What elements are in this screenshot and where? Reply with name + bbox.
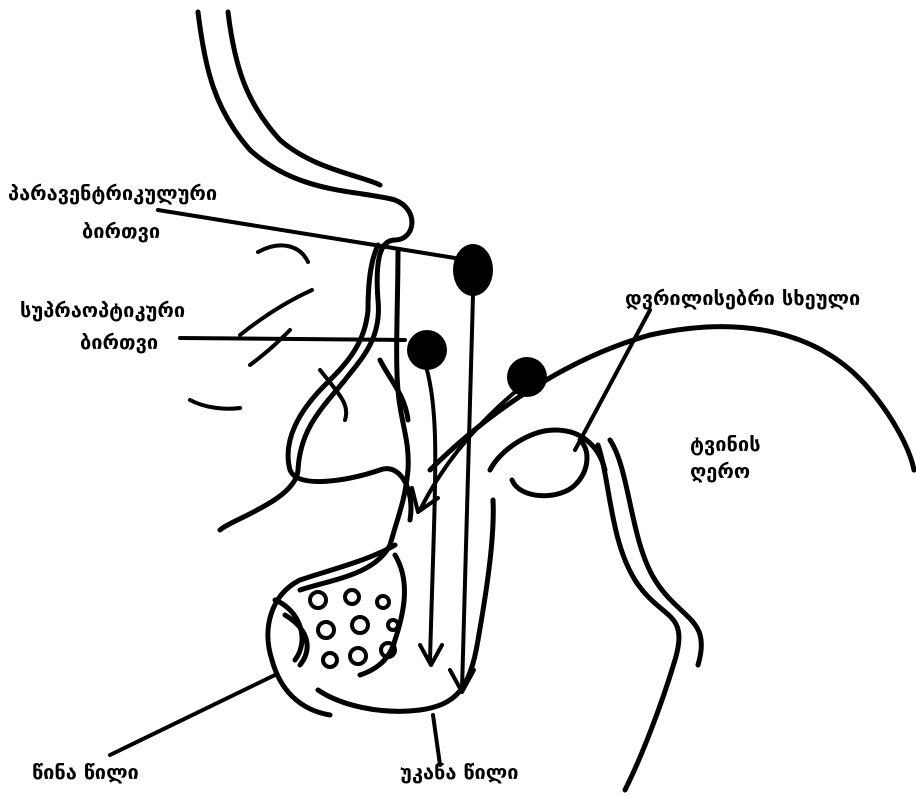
axon-paraventricular — [462, 295, 473, 690]
axon-supraoptic — [427, 370, 435, 660]
leader-posterior-lobe — [433, 715, 440, 765]
label-supraoptic-line1: სუპრაოპტიკური — [20, 300, 185, 320]
sulcus-stroke-1 — [258, 245, 308, 262]
leader-supraoptic — [180, 338, 405, 340]
anterior-lobe-folds — [275, 600, 307, 665]
cerebrum-arc — [430, 327, 914, 470]
label-mammillary-body: დვრილისებრი სხეული — [625, 288, 860, 308]
sulcus-stroke-4 — [190, 400, 240, 409]
third-nucleus — [507, 357, 547, 397]
sulcus-stroke-3 — [250, 330, 290, 365]
label-anterior-lobe: წინა წილი — [32, 762, 139, 782]
brain-outline-outer — [198, 12, 412, 530]
leader-mammillary — [575, 310, 650, 450]
anterior-lobe-outline — [268, 545, 395, 715]
anterior-lobe-cells — [310, 590, 398, 667]
infundibulum-wall-mid — [380, 360, 408, 420]
supraoptic-nucleus — [407, 330, 447, 370]
label-supraoptic-line2: ბირთვი — [80, 332, 158, 352]
sulcus-stroke-2 — [240, 290, 312, 335]
label-brainstem-line2: ღერო — [690, 461, 750, 481]
paraventricular-nucleus — [453, 244, 493, 296]
label-posterior-lobe: უკანა წილი — [400, 762, 519, 782]
leader-anterior-lobe — [110, 675, 275, 755]
label-paraventricular-line2: ბირთვი — [82, 221, 160, 241]
brain-outline-inner — [228, 12, 411, 520]
label-brainstem-line1: ტვინის — [690, 434, 761, 454]
label-paraventricular-line1: პარავენტრიკულური — [8, 183, 217, 203]
brainstem-outline-1 — [598, 445, 679, 790]
